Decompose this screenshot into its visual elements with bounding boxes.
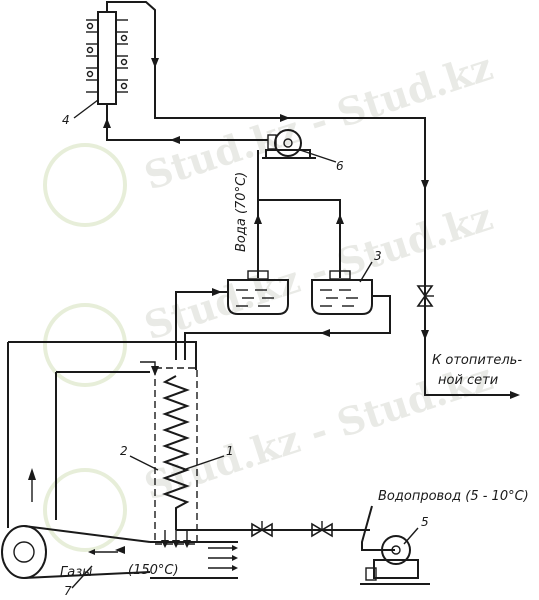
label-number-7: 7 (64, 584, 72, 598)
flow-arrow-icon (320, 329, 330, 337)
flow-arrow-icon (212, 288, 222, 296)
flow-arrow-icon (421, 330, 429, 340)
valve-icon (311, 522, 324, 538)
label-number-2: 2 (120, 444, 128, 458)
valve-icon (416, 294, 434, 307)
flow-arrow-icon (336, 214, 344, 224)
storage-tanks-3 (227, 270, 373, 315)
flow-arrow-icon (510, 391, 520, 399)
watermark-text: Stud.kz - Stud.kz (139, 44, 498, 199)
flue-gas-duct (1, 341, 238, 579)
watermark-text: Stud.kz - Stud.kz (139, 194, 498, 349)
flow-arrow-icon (151, 58, 159, 68)
valve-icon (416, 285, 434, 298)
water-supply-label: Водопровод (5 - 10°С) (378, 489, 529, 504)
flow-arrow-icon (280, 114, 290, 122)
heat-exchanger-1 (154, 367, 198, 548)
valve-icon (260, 522, 273, 538)
heat-consumer-4 (86, 11, 128, 118)
label-number-5: 5 (421, 515, 429, 529)
supply-pipe (106, 1, 520, 399)
flow-arrow-icon (421, 180, 429, 190)
exchanger-casing-2 (154, 367, 198, 545)
circulation-pump-6 (262, 129, 316, 159)
watermark-logo-icon (43, 468, 127, 552)
flow-arrow-icon (170, 136, 180, 144)
valve-icon (251, 522, 264, 538)
flow-arrow-icon (28, 468, 36, 480)
watermark-layer: Stud.kz - Stud.kz Stud.kz - Stud.kz Stud… (43, 44, 498, 552)
gases-label: Газы (60, 565, 92, 580)
coil-icon (162, 375, 190, 530)
cold-water-pipe (176, 505, 395, 551)
heating-network-label-line1: К отопитель- (432, 353, 522, 368)
label-number-1: 1 (226, 444, 234, 458)
water-temperature-label: Вода (70°С) (234, 172, 249, 252)
flow-arrow-icon (103, 118, 111, 128)
watermark-logo-icon (43, 143, 127, 227)
valve-icon (320, 522, 333, 538)
gas-temperature-label: (150°С) (128, 563, 179, 578)
labels: 4 6 3 1 2 5 7 Вода (70°С) К отопитель- н… (60, 113, 529, 598)
feed-pump-5 (360, 535, 430, 585)
leader-lines (71, 99, 419, 589)
label-number-6: 6 (336, 159, 344, 173)
watermark-logo-icon (43, 303, 127, 387)
hot-water-riser (254, 150, 344, 278)
label-number-3: 3 (374, 249, 382, 263)
flow-arrow-icon (254, 214, 262, 224)
return-pipe (103, 118, 268, 144)
label-number-4: 4 (62, 113, 70, 127)
heating-network-label-line2: ной сети (438, 373, 498, 388)
